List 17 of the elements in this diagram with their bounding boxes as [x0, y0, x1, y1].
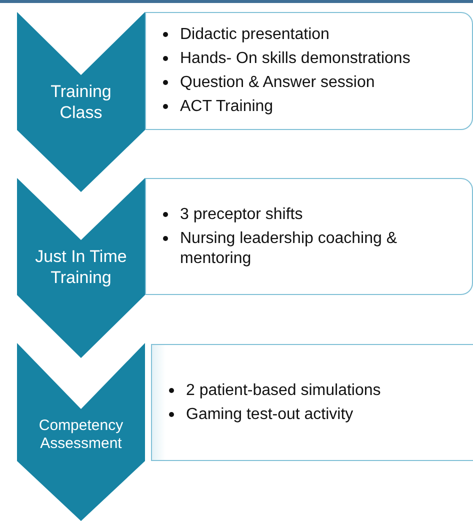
stage-label: Just In Time Training [34, 247, 128, 288]
stage-label: Competency Assessment [38, 417, 124, 453]
bullet-list-box [151, 344, 473, 461]
bullet-item: Gaming test-out activity [186, 404, 354, 424]
chevron-shape [17, 178, 145, 358]
bullet-item: Question & Answer session [180, 73, 376, 93]
stage-label: Training Class [50, 82, 112, 123]
chevron-shape [17, 343, 145, 521]
bullet-item: Hands- On skills demonstrations [180, 49, 412, 69]
chevron-shape [17, 12, 145, 192]
bullet-item: Didactic presentation [180, 25, 330, 45]
bullet-list-box [145, 12, 473, 130]
bullet-item: Nursing leadership coaching & mentoring [180, 228, 398, 268]
bullet-item: ACT Training [180, 97, 274, 117]
bullet-item: 3 preceptor shifts [180, 204, 304, 224]
bullet-item: 2 patient-based simulations [186, 380, 382, 400]
bullet-list-box [145, 178, 473, 295]
